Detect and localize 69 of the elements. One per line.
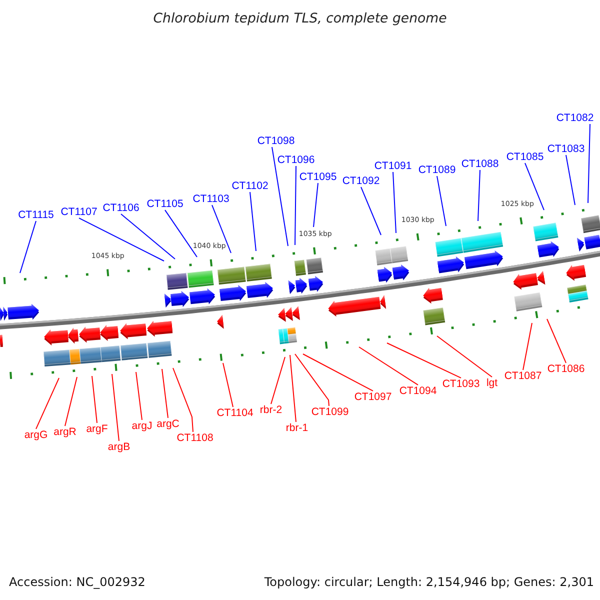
leader-line	[436, 336, 492, 378]
gene-label: CT1103	[192, 192, 230, 206]
leader-line	[120, 214, 176, 260]
leader-line	[522, 322, 532, 370]
leader-line	[524, 162, 544, 210]
gene-label: rbr-2	[260, 404, 282, 416]
gene-label: CT1091	[374, 160, 412, 172]
leader-line	[20, 220, 36, 274]
gene-label: CT1105	[146, 198, 184, 210]
leader-line	[172, 368, 194, 432]
gene-label: CT1094	[399, 384, 437, 398]
gene-label: argC	[156, 418, 180, 430]
gene-label: CT1106	[102, 202, 140, 214]
leader-line	[78, 218, 164, 262]
leader-line	[92, 376, 98, 424]
leader-line	[478, 170, 480, 222]
gene-label: CT1093	[442, 378, 480, 390]
leader-line	[36, 378, 60, 430]
gene-label: CT1098	[257, 134, 295, 148]
leader-line	[270, 356, 286, 404]
leader-line	[360, 186, 382, 236]
gene-label: CT1085	[506, 150, 544, 164]
gene-label: CT1087	[504, 370, 542, 382]
gene-label: CT1102	[232, 180, 268, 192]
gene-label: CT1107	[60, 206, 98, 218]
leader-line	[164, 210, 198, 258]
leader-line	[294, 354, 330, 406]
gene-label: argF	[86, 422, 108, 436]
leader-line	[222, 362, 234, 408]
leader-line	[358, 346, 418, 386]
leader-line	[546, 318, 566, 364]
leader-line	[212, 204, 232, 254]
gene-label: CT1092	[342, 174, 380, 188]
leader-line	[112, 374, 120, 442]
gene-label: CT1088	[461, 158, 499, 170]
leader-line	[250, 192, 256, 252]
gene-label: CT1099	[311, 406, 349, 418]
gene-label: CT1104	[216, 406, 254, 420]
gene-label: CT1083	[547, 142, 585, 156]
gene-label: argJ	[132, 420, 152, 432]
leader-line	[302, 354, 374, 392]
leader-line	[272, 146, 288, 246]
diagram-title: Chlorobium tepidum TLS, complete genome	[153, 11, 447, 27]
leader-line	[64, 376, 78, 426]
leader-line	[294, 166, 296, 246]
gene-label: argG	[24, 428, 48, 442]
leader-line	[392, 172, 396, 234]
leader-line	[313, 182, 318, 228]
leader-line	[588, 124, 590, 204]
gene-label: CT1095	[299, 170, 337, 184]
accession-text: Accession: NC_002932	[9, 576, 146, 590]
gene-label: CT1108	[176, 432, 214, 444]
leader-line	[436, 176, 446, 226]
leader-line	[290, 354, 296, 422]
gene-label: lgt	[486, 376, 498, 390]
gene-label: CT1082	[556, 112, 594, 124]
gene-label: CT1115	[18, 208, 54, 222]
leader-line	[162, 368, 168, 418]
gene-label: argR	[54, 426, 76, 438]
gene-label: CT1096	[277, 154, 315, 166]
gene-label: CT1097	[354, 390, 392, 404]
gene-label: argB	[108, 440, 130, 454]
genome-summary-text: Topology: circular; Length: 2,154,946 bp; Genes: 2,301	[264, 576, 594, 590]
leader-line	[136, 372, 142, 420]
gene-label: CT1086	[547, 362, 585, 376]
gene-label: rbr-1	[286, 422, 308, 434]
leader-line	[386, 342, 462, 378]
leader-line	[566, 154, 576, 206]
gene-label: CT1089	[418, 164, 456, 176]
